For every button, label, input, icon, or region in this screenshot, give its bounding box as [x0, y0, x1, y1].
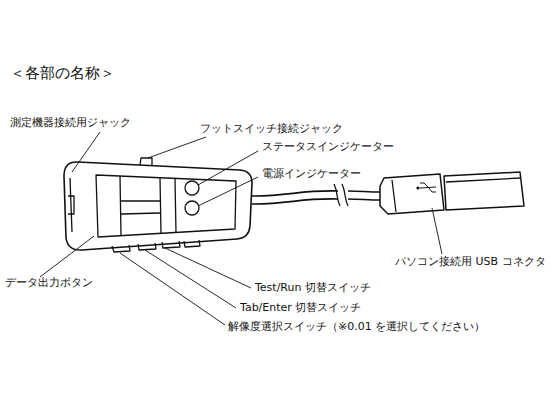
part-label: 解像度選択スイッチ（※0.01 を選択してください） — [228, 320, 485, 333]
heading: ＜各部の名称＞ — [10, 64, 115, 82]
part-label: パソコン接続用 USB コネクタ — [395, 255, 546, 268]
part-label: 電源インジケーター — [262, 167, 361, 180]
part-label: 測定機器接続用ジャック — [10, 116, 131, 129]
part-label: Test/Run 切替スイッチ — [255, 281, 371, 294]
part-label: Tab/Enter 切替スイッチ — [240, 301, 361, 314]
part-label: データ出力ボタン — [5, 276, 93, 289]
part-label: ステータスインジケーター — [262, 140, 394, 153]
part-label: フットスイッチ接続ジャック — [200, 122, 343, 135]
